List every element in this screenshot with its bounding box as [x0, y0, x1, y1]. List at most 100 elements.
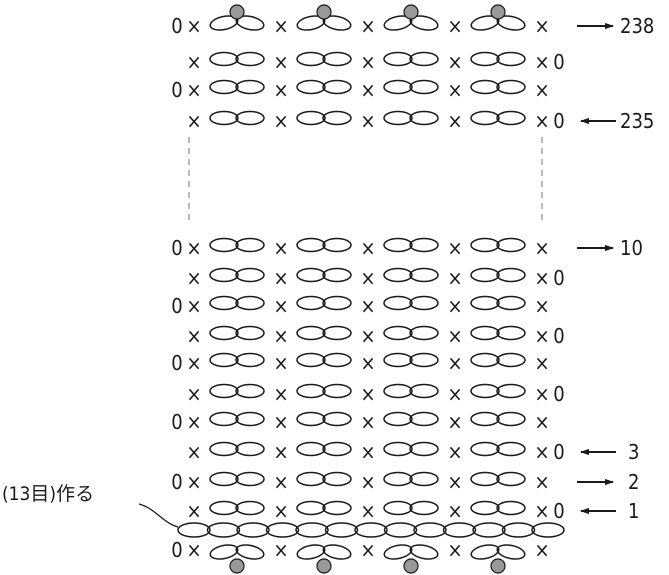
single-crochet-symbol: × [447, 410, 462, 434]
chain-start-symbol: 0 [553, 109, 564, 133]
chain-pair [470, 500, 526, 516]
chain-stitch [296, 237, 326, 253]
chain-start-symbol: 0 [553, 382, 564, 406]
chain-pair [470, 383, 526, 399]
chain-stitch [383, 383, 413, 399]
single-crochet-symbol: × [273, 78, 288, 102]
chain-stitch [209, 500, 239, 516]
chain-stitch [235, 110, 265, 126]
chain-stitch [209, 352, 239, 368]
single-crochet-symbol: × [447, 382, 462, 406]
chain-stitch [409, 500, 439, 516]
chain-stitch [409, 383, 439, 399]
chain-pair [209, 325, 265, 341]
chain-stitch [235, 471, 265, 487]
chain-stitch [470, 471, 500, 487]
chain-stitch [470, 237, 500, 253]
chain-start-symbol: 0 [553, 499, 564, 523]
single-crochet-symbol: × [273, 109, 288, 133]
chain-start-symbol: 0 [553, 266, 564, 290]
chain-pair [470, 267, 526, 283]
foundation-chain-stitch [295, 522, 329, 538]
stitch-row: ×××××0 [186, 266, 564, 290]
single-crochet-symbol: × [186, 236, 201, 260]
bead-top [316, 4, 332, 20]
single-crochet-symbol: × [447, 266, 462, 290]
single-crochet-symbol: × [447, 351, 462, 375]
chain-pair [296, 79, 352, 95]
chain-stitch [322, 441, 352, 457]
single-crochet-symbol: × [186, 294, 201, 318]
chain-stitch [209, 267, 239, 283]
chain-pair [470, 237, 526, 253]
chain-pair [296, 441, 352, 457]
chain-pair [209, 471, 265, 487]
single-crochet-symbol: × [447, 236, 462, 260]
chain-stitch [322, 325, 352, 341]
stitch-row: ×××××0 [186, 324, 564, 348]
chain-stitch [209, 411, 239, 427]
chain-stitch [235, 352, 265, 368]
chain-stitch [296, 383, 326, 399]
single-crochet-symbol: × [360, 14, 375, 38]
chain-stitch [496, 441, 526, 457]
single-crochet-symbol: × [447, 294, 462, 318]
single-crochet-symbol: × [360, 294, 375, 318]
chain-stitch [209, 110, 239, 126]
chain-pair [209, 352, 265, 368]
chain-stitch [322, 411, 352, 427]
single-crochet-symbol: × [273, 499, 288, 523]
chain-pair [383, 383, 439, 399]
foundation-chain-stitch [442, 522, 477, 538]
single-crochet-symbol: × [534, 470, 549, 494]
row-238-label: 238 [620, 14, 654, 38]
foundation-chain-stitch [324, 522, 359, 538]
chain-start-symbol: 0 [171, 294, 182, 318]
chain-stitch [496, 110, 526, 126]
row-1-label: 1 [628, 499, 639, 523]
stitch-row: ×××××0 [186, 499, 564, 523]
foundation-chain-stitch [501, 522, 536, 538]
chain-stitch [409, 267, 439, 283]
chain-pair [383, 411, 439, 427]
single-crochet-symbol: × [360, 470, 375, 494]
row-3-label: 3 [628, 440, 639, 464]
foundation-chain-stitch [531, 522, 565, 538]
chain-stitch [409, 237, 439, 253]
chain-stitch [296, 325, 326, 341]
single-crochet-symbol: × [360, 538, 375, 562]
chain-stitch [296, 267, 326, 283]
single-crochet-symbol: × [360, 78, 375, 102]
single-crochet-symbol: × [534, 14, 549, 38]
single-crochet-symbol: × [186, 538, 201, 562]
stitch-row: ×××××0 [186, 109, 564, 133]
single-crochet-symbol: × [534, 410, 549, 434]
chain-stitch [409, 441, 439, 457]
chain-stitch [470, 267, 500, 283]
chain-pair [209, 411, 265, 427]
chain-start-symbol: 0 [171, 470, 182, 494]
chain-pair [296, 325, 352, 341]
chain-pair [383, 267, 439, 283]
chain-pair [383, 15, 439, 31]
chain-stitch [322, 471, 352, 487]
single-crochet-symbol: × [360, 109, 375, 133]
stitch-row: ×××××0 [171, 14, 549, 38]
chain-stitch [496, 237, 526, 253]
chain-pair [296, 411, 352, 427]
chain-stitch [322, 79, 352, 95]
foundation-chain-stitch [236, 522, 270, 538]
stitch-row: ×××××0 [186, 382, 564, 406]
single-crochet-symbol: × [447, 109, 462, 133]
chain-stitch [470, 383, 500, 399]
chain-pair [470, 15, 526, 31]
chain-pair [470, 411, 526, 427]
chain-pair [383, 471, 439, 487]
single-crochet-symbol: × [186, 78, 201, 102]
chain-stitch [235, 544, 265, 560]
chain-stitch [235, 383, 265, 399]
bead-bottom [316, 558, 332, 574]
chain-stitch [470, 79, 500, 95]
chain-start-symbol: 0 [553, 440, 564, 464]
